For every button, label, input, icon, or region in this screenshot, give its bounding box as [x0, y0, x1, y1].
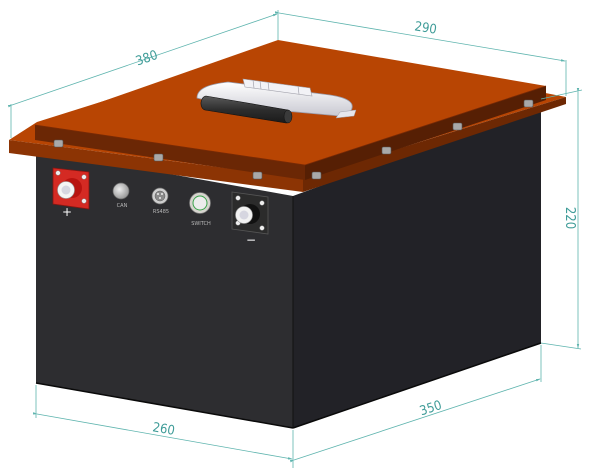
lid-bolts: [53, 99, 534, 180]
dimension-bottom-length: 260: [151, 420, 176, 439]
dimension-height: 220: [562, 207, 577, 229]
positive-terminal: +: [52, 167, 90, 219]
negative-symbol: −: [246, 233, 256, 247]
positive-symbol: +: [62, 205, 72, 219]
side-face: [293, 105, 541, 428]
dimension-bottom-width: 350: [418, 398, 444, 419]
power-switch[interactable]: SWITCH: [189, 192, 212, 228]
negative-terminal: −: [231, 191, 269, 247]
bolt-icon: [252, 171, 263, 180]
can-connector: CAN: [112, 182, 130, 209]
bolt-icon: [381, 146, 392, 155]
rs485-label: RS485: [153, 209, 169, 215]
bolt-icon: [523, 99, 534, 108]
dimensions: [7, 10, 583, 468]
bolt-icon: [153, 153, 164, 162]
bolt-icon: [452, 122, 463, 131]
dimension-top-width: 290: [413, 19, 437, 37]
bolt-icon: [53, 139, 64, 148]
bolt-icon: [311, 171, 322, 180]
rs485-connector: RS485: [151, 187, 169, 215]
switch-label: SWITCH: [191, 221, 211, 227]
dimension-top-length: 380: [134, 48, 160, 69]
front-face: [36, 150, 293, 428]
can-label: CAN: [117, 203, 128, 209]
